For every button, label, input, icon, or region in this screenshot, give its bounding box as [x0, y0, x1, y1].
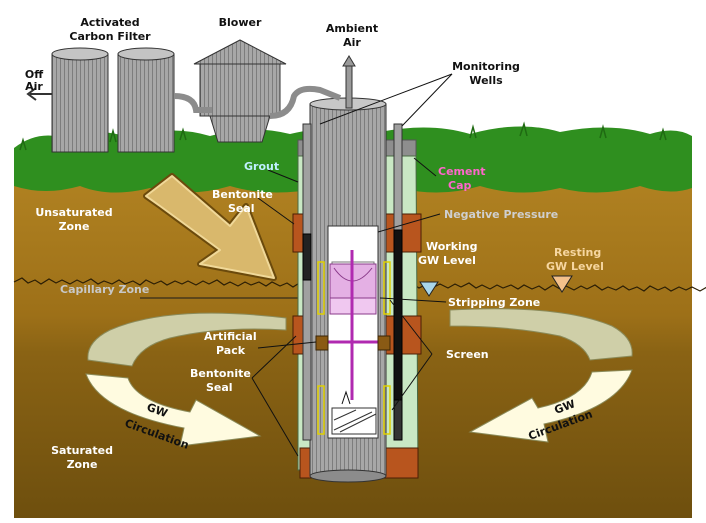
- carbon-filter-2-top: [117, 47, 175, 61]
- label-off-air-1: Off: [25, 68, 43, 81]
- label-monitoring-wells-2: Wells: [469, 74, 503, 87]
- gw-circulation-arrow-left-upper: [87, 312, 287, 367]
- label-saturated-zone-1: Saturated: [51, 444, 113, 457]
- blower-roof: [193, 39, 287, 65]
- label-saturated-zone-2: Zone: [67, 458, 98, 471]
- resting-gw-level-marker: [551, 275, 573, 293]
- duct-filter-to-blower: [173, 93, 212, 113]
- artificial-pack-marks-lower-r: [383, 385, 391, 435]
- packer-left: [315, 335, 329, 351]
- blower-body: [199, 63, 281, 117]
- off-air-arrow: [26, 87, 37, 101]
- label-unsaturated-zone-1: Unsaturated: [35, 206, 112, 219]
- label-stripping-zone: Stripping Zone: [448, 296, 540, 309]
- gw-circulation-arrow-right-upper: [449, 308, 633, 361]
- monitoring-well-right-screen: [393, 229, 403, 401]
- ambient-air-arrow: [342, 55, 356, 67]
- lower-screen-mesh: [333, 409, 377, 433]
- label-activated-carbon-filter-2: Carbon Filter: [69, 30, 151, 43]
- duct-blower-to-well: [269, 85, 342, 119]
- infiltration-arrow-inner: [145, 175, 275, 279]
- label-working-gw-level-2: GW Level: [418, 254, 476, 267]
- carbon-filter-1: [51, 53, 109, 153]
- label-grout: Grout: [244, 160, 279, 173]
- label-cement-cap-2: Cap: [448, 179, 471, 192]
- label-negative-pressure: Negative Pressure: [444, 208, 558, 221]
- ambient-air-pipe: [345, 63, 353, 109]
- label-unsaturated-zone-2: Zone: [59, 220, 90, 233]
- label-blower: Blower: [219, 16, 262, 29]
- blower-base: [209, 115, 271, 143]
- monitoring-well-left-screen: [302, 233, 312, 281]
- label-bentonite-seal-top-2: Seal: [228, 202, 255, 215]
- artificial-pack-marks-upper-r: [383, 261, 391, 315]
- carbon-filter-1-top: [51, 47, 109, 61]
- label-resting-gw-level-2: GW Level: [546, 260, 604, 273]
- gw-circulation-arrow-right-lower: [468, 369, 633, 443]
- label-monitoring-wells-1: Monitoring: [452, 60, 520, 73]
- label-artificial-pack-2: Pack: [216, 344, 246, 357]
- label-capillary-zone: Capillary Zone: [60, 283, 149, 296]
- packer-right: [377, 335, 391, 351]
- label-off-air-2: Air: [25, 80, 43, 93]
- carbon-filter-2: [117, 53, 175, 153]
- artificial-pack-marks-lower: [317, 385, 325, 435]
- well-casing-bottom: [309, 469, 387, 483]
- label-bentonite-seal-bottom-1: Bentonite: [190, 367, 251, 380]
- label-bentonite-seal-top-1: Bentonite: [212, 188, 273, 201]
- monitoring-well-right-bottom: [393, 399, 403, 441]
- label-screen: Screen: [446, 348, 489, 361]
- monitoring-well-left: [302, 123, 312, 441]
- label-ambient-air-1: Ambient: [326, 22, 378, 35]
- label-activated-carbon-filter-1: Activated: [80, 16, 139, 29]
- gw-circulation-arrow-left-lower: [85, 373, 262, 447]
- label-ambient-air-2: Air: [343, 36, 361, 49]
- flow-arrow-up: [341, 390, 351, 405]
- label-artificial-pack-1: Artificial: [204, 330, 257, 343]
- label-bentonite-seal-bottom-2: Seal: [206, 381, 233, 394]
- artificial-pack-marks-upper: [317, 261, 325, 315]
- label-resting-gw-level-1: Resting: [554, 246, 601, 259]
- label-working-gw-level-1: Working: [426, 240, 478, 253]
- label-cement-cap-1: Cement: [438, 165, 486, 178]
- leader-lines: [251, 73, 453, 457]
- working-gw-level-marker: [419, 281, 439, 297]
